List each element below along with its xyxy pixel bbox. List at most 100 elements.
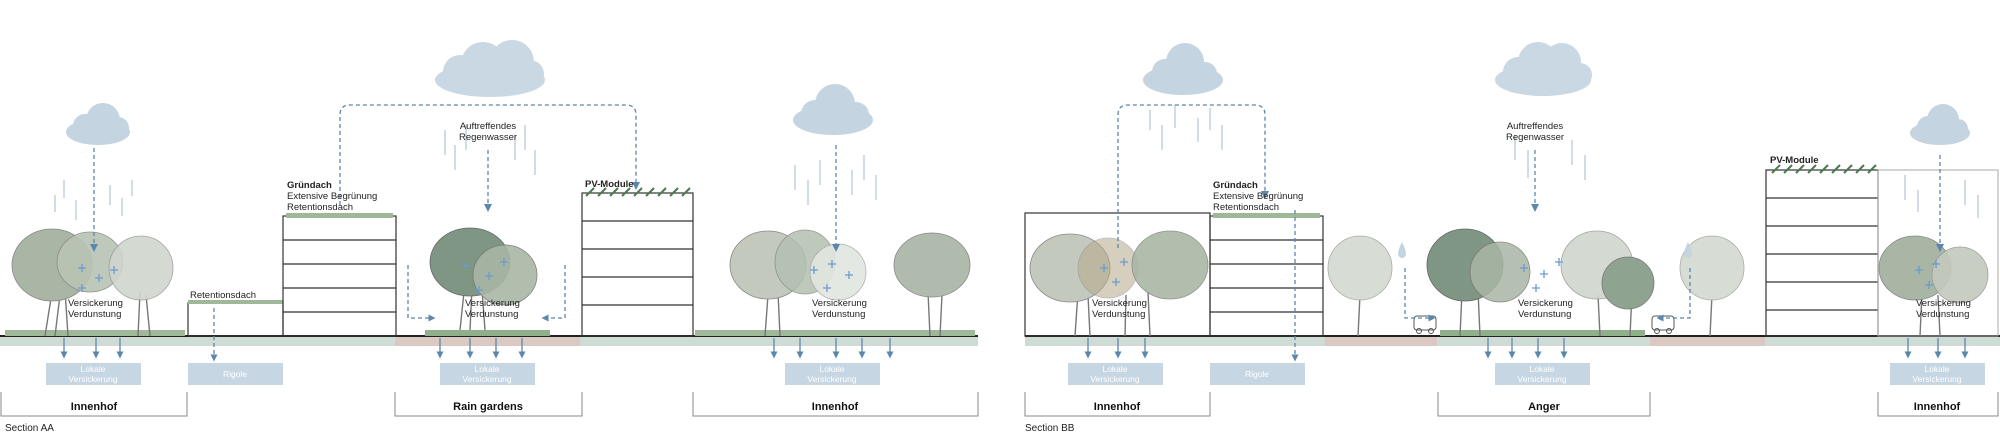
cloud-icon: [1495, 42, 1592, 96]
tree-group: [1029, 230, 1209, 337]
zone-brackets: [1024, 392, 1999, 417]
building-green-roof: [1209, 215, 1324, 337]
local-infiltration-box: [1068, 363, 1163, 385]
zone-label-innenhof: Innenhof: [812, 401, 859, 413]
local-infiltration-box: [440, 363, 535, 385]
green-roof-vegetation: [286, 213, 393, 218]
local-infiltration-line-1: Lokale: [1924, 364, 1949, 374]
local-infiltration-line-1: Lokale: [474, 364, 499, 374]
rain-label-line-2: Regenwasser: [1506, 132, 1564, 143]
water-drop-icon: [1398, 242, 1406, 258]
rigole-box: [188, 363, 283, 385]
infiltration-arrows: [60, 338, 894, 359]
evaporation-label: Verdunstung: [1518, 309, 1571, 320]
green-roof-title: Gründach: [287, 180, 332, 191]
tree-group: [429, 227, 538, 331]
local-infiltration-box: [1890, 363, 1985, 385]
retention-roof-label: Retentionsdach: [190, 290, 256, 301]
local-infiltration-box: [1495, 363, 1590, 385]
local-infiltration-line-1: Lokale: [1102, 364, 1127, 374]
local-infiltration-line-1: Lokale: [819, 364, 844, 374]
local-infiltration-line-2: Versickerung: [1912, 374, 1961, 384]
green-roof-subtitle-1: Extensive Begrünung: [1213, 191, 1303, 202]
evaporation-label: Verdunstung: [68, 309, 121, 320]
tree-group: [11, 228, 174, 337]
rain-label-line-2: Regenwasser: [459, 132, 517, 143]
rigole-label: Rigole: [223, 369, 247, 379]
infiltration-arrows: [1084, 338, 1969, 359]
infiltration-plus-icons: [78, 258, 853, 294]
pv-panels-icon: [1771, 164, 1877, 174]
building-small-retention-roof: [187, 302, 284, 337]
infiltration-label: Versickerung: [465, 298, 520, 309]
rain-label-line-1: Auftreffendes: [460, 121, 517, 132]
section-caption: Section AA: [5, 423, 54, 434]
zone-label-innenhof: Innenhof: [1094, 401, 1141, 413]
infiltration-plus-icons: [1100, 258, 1940, 292]
pv-modules-label: PV-Module: [1770, 155, 1819, 166]
building-pv: [1765, 169, 1879, 337]
water-flow-arrows: [1117, 104, 1944, 362]
grass-strip-1: [5, 330, 185, 336]
grass-strip-2: [425, 330, 550, 336]
building-innenhof-frame: [1877, 169, 1999, 337]
tree-group: [1327, 228, 1745, 337]
cloud-icon: [66, 103, 130, 145]
tree-group: [729, 229, 971, 337]
rain-streaks: [1149, 105, 1979, 218]
rain-streaks: [54, 125, 877, 220]
building-green-roof: [282, 215, 397, 337]
local-infiltration-line-2: Versickerung: [1517, 374, 1566, 384]
zone-label-rain-gardens: Rain gardens: [453, 401, 523, 413]
local-infiltration-line-2: Versickerung: [462, 374, 511, 384]
car-icon: [1413, 315, 1437, 334]
green-roof-title: Gründach: [1213, 180, 1258, 191]
infiltration-label: Versickerung: [1518, 298, 1573, 309]
section-caption: Section BB: [1025, 423, 1075, 434]
local-infiltration-line-2: Versickerung: [68, 374, 117, 384]
local-infiltration-box: [785, 363, 880, 385]
section-bb: Gründach Extensive Begrünung Retentionsd…: [1024, 42, 2000, 434]
local-infiltration-box: [46, 363, 141, 385]
local-infiltration-line-2: Versickerung: [807, 374, 856, 384]
infiltration-label: Versickerung: [812, 298, 867, 309]
local-infiltration-line-2: Versickerung: [1090, 374, 1139, 384]
infiltration-label: Versickerung: [1916, 298, 1971, 309]
building-pv: [581, 192, 694, 337]
local-infiltration-line-1: Lokale: [80, 364, 105, 374]
zone-label-innenhof: Innenhof: [1914, 401, 1961, 413]
soil-strip-road: [1325, 336, 1437, 346]
water-drop-icon: [1684, 242, 1692, 258]
zone-brackets: [0, 392, 979, 417]
cloud-icon: [1143, 43, 1223, 95]
rain-label-line-1: Auftreffendes: [1507, 121, 1564, 132]
tree-group: [1878, 235, 1989, 337]
green-roof-subtitle-2: Retentionsdach: [1213, 202, 1279, 213]
cloud-icon: [793, 84, 873, 135]
green-roof-subtitle-1: Extensive Begrünung: [287, 191, 377, 202]
evaporation-label: Verdunstung: [812, 309, 865, 320]
rigole-box: [1210, 363, 1305, 385]
grass-strip: [1440, 330, 1645, 336]
infiltration-label: Versickerung: [68, 298, 123, 309]
grass-strip-3: [695, 330, 975, 336]
pv-panels-icon: [585, 187, 691, 197]
pv-modules-label: PV-Module: [585, 179, 634, 190]
section-aa: Gründach Extensive Begrünung Retentionsd…: [0, 40, 979, 434]
local-infiltration-line-1: Lokale: [1529, 364, 1554, 374]
soil-strip-rain-garden: [395, 336, 580, 346]
cloud-icon: [435, 40, 545, 97]
retention-roof-green: [188, 300, 283, 304]
rigole-label: Rigole: [1245, 369, 1269, 379]
evaporation-label: Verdunstung: [1092, 309, 1145, 320]
zone-label-anger: Anger: [1528, 401, 1561, 413]
green-roof-subtitle-2: Retentionsdach: [287, 202, 353, 213]
soil-strip-road: [1650, 336, 1765, 346]
evaporation-label: Verdunstung: [465, 309, 518, 320]
cloud-icon: [1910, 104, 1970, 145]
water-flow-arrows: [90, 104, 840, 362]
green-roof-vegetation: [1213, 213, 1320, 218]
infiltration-label: Versickerung: [1092, 298, 1147, 309]
evaporation-label: Verdunstung: [1916, 309, 1969, 320]
